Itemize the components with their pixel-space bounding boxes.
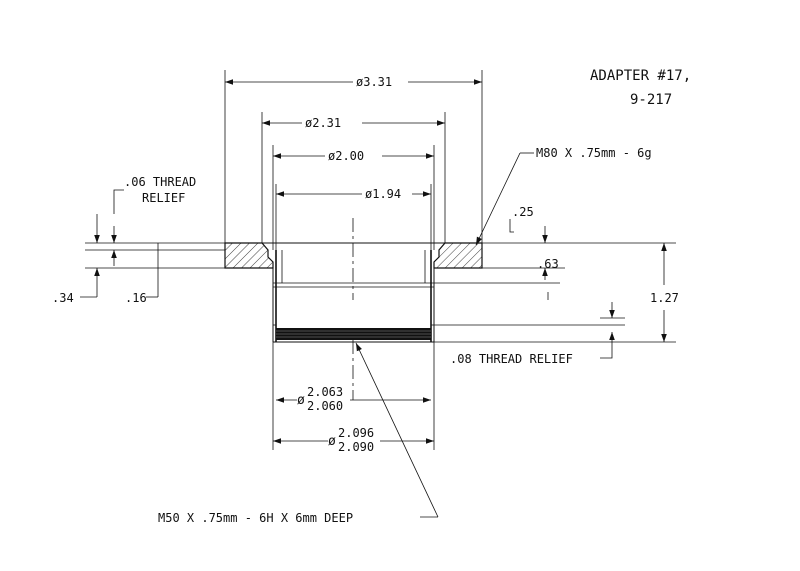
dim-dia-2-096-symbol: ø — [328, 434, 336, 449]
title-line-2: 9-217 — [630, 92, 672, 108]
dim-dia-2-063-symbol: ø — [297, 393, 305, 408]
flange-left-section — [224, 242, 274, 269]
dim-dia-2-096-upper: 2.096 — [338, 426, 374, 440]
dim-dia-2-063-lower: 2.060 — [307, 399, 343, 413]
dim-height-0-63: .63 — [537, 257, 559, 271]
dim-height-1-27: 1.27 — [650, 291, 679, 305]
dim-dia-2-00: ø2.00 — [328, 149, 364, 163]
note-thread-relief-top-line-2: RELIEF — [142, 191, 185, 205]
dim-dia-2-31: ø2.31 — [305, 116, 341, 130]
note-external-thread: M80 X .75mm - 6g — [536, 146, 652, 160]
dim-dia-1-94: ø1.94 — [365, 187, 401, 201]
dim-height-0-34: .34 — [52, 291, 74, 305]
dim-dia-3-31: ø3.31 — [356, 75, 392, 89]
note-internal-thread: M50 X .75mm - 6H X 6mm DEEP — [158, 511, 353, 525]
dim-dia-2-096-lower: 2.090 — [338, 440, 374, 454]
notes: .06 THREAD RELIEF M80 X .75mm - 6g .08 T… — [113, 146, 652, 525]
note-thread-relief-top-line-1: .06 THREAD — [124, 175, 196, 189]
dim-height-0-16: .16 — [125, 291, 147, 305]
note-thread-relief-bottom: .08 THREAD RELIEF — [450, 352, 573, 366]
flange-right-section — [433, 242, 483, 269]
dim-dia-2-063-upper: 2.063 — [307, 385, 343, 399]
dim-height-0-25: .25 — [512, 205, 534, 219]
title-line-1: ADAPTER #17, — [590, 68, 691, 84]
diameter-dimensions: ø3.31 ø2.31 ø2.00 ø1.94 ø 2.063 2.060 ø … — [224, 70, 483, 454]
part-section — [224, 218, 483, 450]
height-dimensions: .25 .63 1.27 .34 .16 — [52, 205, 679, 345]
